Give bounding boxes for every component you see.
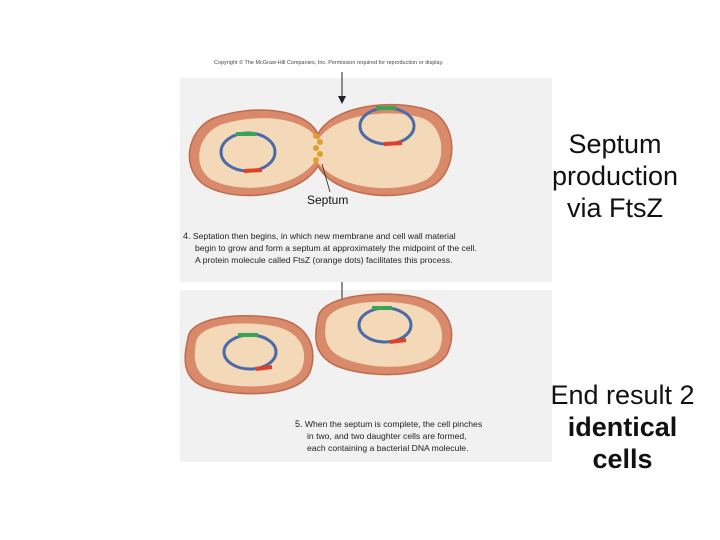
step-5-number: 5. — [295, 419, 303, 429]
dividing-cell-cytoplasm — [199, 113, 442, 189]
daughter-cell-left-cytoplasm — [194, 323, 305, 387]
step-4-caption: 4. Septation then begins, in which new m… — [183, 230, 551, 266]
septum-title-line-3: via FtsZ — [566, 193, 663, 223]
dna-ring-left — [219, 131, 277, 173]
ftsz-dots — [313, 133, 323, 163]
dna-ring-right — [358, 106, 416, 146]
step-4-line-1: Septation then begins, in which new memb… — [192, 231, 456, 241]
end-title-line-1: End result 2 — [550, 380, 695, 410]
step-5-line-2: in two, and two daughter cells are forme… — [307, 431, 467, 441]
down-arrow-top — [338, 72, 346, 104]
step-5-line-1: When the septum is complete, the cell pi… — [304, 419, 483, 429]
dna-ring-daughter-left — [222, 333, 278, 371]
septum-pointer — [321, 163, 331, 193]
septum-title-line-1: Septum — [568, 129, 662, 159]
end-title-bold-line-2: cells — [592, 444, 653, 474]
daughter-cell-left — [184, 315, 314, 395]
copyright-notice: Copyright © The McGraw-Hill Companies, I… — [214, 60, 444, 66]
end-result-title: End result 2 identical cells — [540, 379, 705, 475]
daughter-cell-right — [315, 293, 453, 376]
septum-production-title: Septum production via FtsZ — [540, 128, 690, 224]
septum-title-line-2: production — [551, 161, 679, 191]
dividing-cell — [188, 103, 453, 197]
step-5-caption: 5. When the septum is complete, the cell… — [295, 418, 545, 454]
end-title-bold-line-1: identical — [567, 412, 678, 442]
step-4-number: 4. — [183, 231, 191, 241]
daughter-cell-right-cytoplasm — [325, 301, 443, 367]
septum-label: Septum — [307, 193, 349, 207]
dna-ring-daughter-right — [357, 306, 413, 344]
step-4-line-3: A protein molecule called FtsZ (orange d… — [195, 255, 453, 265]
step-4-line-2: begin to grow and form a septum at appro… — [195, 243, 477, 253]
step-5-line-3: each containing a bacterial DNA molecule… — [307, 443, 469, 453]
